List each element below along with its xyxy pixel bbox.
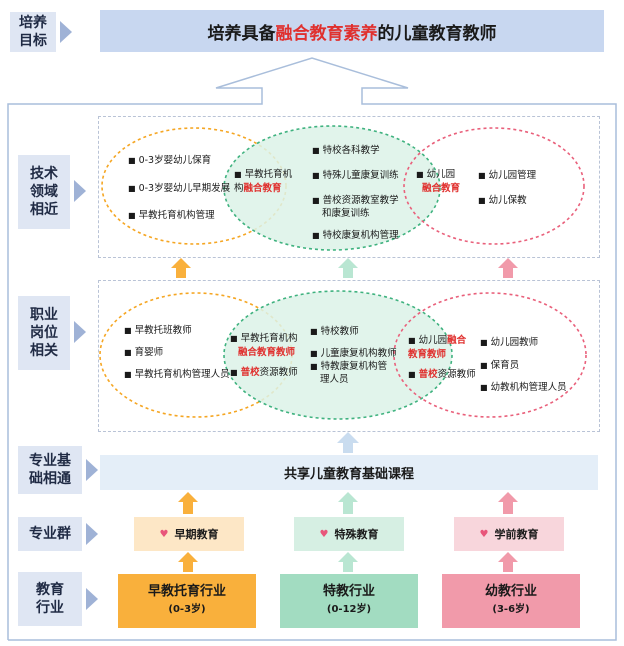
tech-right-item-1: ■幼儿保教	[478, 195, 527, 206]
shared-course-text: 共享儿童教育基础课程	[283, 467, 414, 482]
goal-suffix: 的儿童教育教师	[377, 23, 497, 44]
career-overlap-left: ■早教托育机构 融合教育教师 ■普校资源教师	[230, 333, 298, 378]
group-early: ♥早期教育	[134, 517, 244, 551]
tech-overlap-right: ■幼儿园 融合教育	[416, 169, 461, 194]
career-left-item-0: ■早教托班教师	[124, 325, 192, 336]
industry-preschool: 幼教行业 (3-6岁)	[442, 574, 580, 628]
career-overlap-right: ■幼儿园融合 教育教师 ■普校资源教师	[408, 335, 476, 380]
industry-early-range: (0-3岁)	[168, 604, 206, 615]
goal-banner: 培养具备融合教育素养的儿童教育教师	[100, 10, 604, 52]
label-industry-text: 教育 行业	[36, 582, 64, 616]
label-group-text: 专业群	[29, 526, 71, 542]
label-industry: 教育 行业	[18, 572, 82, 626]
career-center-item-0: ■特校教师	[310, 326, 359, 337]
industry-early-name: 早教托育行业	[147, 584, 226, 599]
industry-preschool-name: 幼教行业	[484, 584, 537, 599]
career-center-item-2: ■特教康复机构管 理人员	[310, 361, 388, 385]
arrow-industry	[86, 588, 98, 610]
arrow-up-pink-2	[498, 492, 518, 514]
career-right-item-0: ■幼儿园教师	[480, 337, 539, 348]
arrow-up-orange-2	[178, 492, 198, 514]
tech-center-item-2: ■普校资源教室教学 和康复训练	[312, 195, 399, 219]
tech-left-item-0: ■0-3岁婴幼儿保育	[128, 155, 212, 166]
tech-center-item-0: ■特校各科教学	[312, 145, 380, 156]
label-tech: 技术 领域 相近	[18, 155, 70, 229]
heart-icon: ♥	[159, 528, 169, 540]
heart-icon: ♥	[479, 528, 489, 540]
industry-special: 特教行业 (0-12岁)	[280, 574, 418, 628]
tech-overlap-left: ■早教托育机 构融合教育	[234, 169, 293, 194]
group-special: ♥特殊教育	[294, 517, 404, 551]
label-career-text: 职业 岗位 相关	[30, 307, 58, 359]
career-right-item-2: ■幼教机构管理人员	[480, 382, 567, 393]
tech-left-item-2: ■早教托育机构管理	[128, 210, 215, 221]
arrow-up-pink-3	[498, 552, 518, 572]
label-goal: 培养 目标	[10, 12, 56, 52]
arrow-group	[86, 523, 98, 545]
industry-preschool-range: (3-6岁)	[492, 604, 530, 615]
tech-right-item-0: ■幼儿园管理	[478, 170, 537, 181]
label-base-text: 专业基 础相通	[29, 453, 71, 487]
label-group: 专业群	[18, 517, 82, 551]
goal-highlight: 融合教育素养	[275, 23, 378, 44]
label-goal-text: 培养 目标	[19, 15, 47, 49]
industry-special-name: 特教行业	[322, 584, 375, 599]
arrow-base	[86, 459, 98, 481]
heart-icon: ♥	[319, 528, 329, 540]
arrow-up-green-2	[338, 492, 358, 514]
career-ellipse-preschool	[393, 292, 587, 418]
arrow-up-pink-1	[498, 258, 518, 278]
label-base: 专业基 础相通	[18, 446, 82, 494]
career-left-item-1: ■育婴师	[124, 347, 164, 358]
career-center-item-1: ■儿童康复机构教师	[310, 348, 397, 359]
arrow-career	[74, 321, 86, 343]
shared-course-bar: 共享儿童教育基础课程	[100, 455, 598, 490]
arrow-up-green-3	[338, 552, 358, 572]
tech-ellipse-preschool	[403, 127, 585, 245]
career-right-item-1: ■保育员	[480, 360, 520, 371]
tech-frame	[98, 116, 600, 258]
arrow-up-orange-1	[171, 258, 191, 278]
tech-center-item-1: ■特殊儿童康复训练	[312, 170, 399, 181]
tech-left-item-1: ■0-3岁婴幼儿早期发展	[128, 183, 231, 194]
career-left-item-2: ■早教托育机构管理人员	[124, 369, 230, 380]
arrow-tech	[74, 180, 86, 202]
tech-center-item-3: ■特校康复机构管理	[312, 230, 399, 241]
arrow-up-green-1	[338, 258, 358, 278]
career-ellipse-special	[223, 290, 453, 420]
arrow-goal	[60, 21, 72, 43]
career-frame	[98, 280, 600, 432]
industry-special-range: (0-12岁)	[326, 604, 372, 615]
tech-ellipse-special	[223, 125, 441, 251]
arrow-up-orange-3	[178, 552, 198, 572]
industry-early: 早教托育行业 (0-3岁)	[118, 574, 256, 628]
label-tech-text: 技术 领域 相近	[30, 166, 58, 218]
group-preschool: ♥学前教育	[454, 517, 564, 551]
goal-prefix: 培养具备	[207, 23, 276, 44]
arrow-up-blue	[337, 432, 359, 453]
label-career: 职业 岗位 相关	[18, 296, 70, 370]
